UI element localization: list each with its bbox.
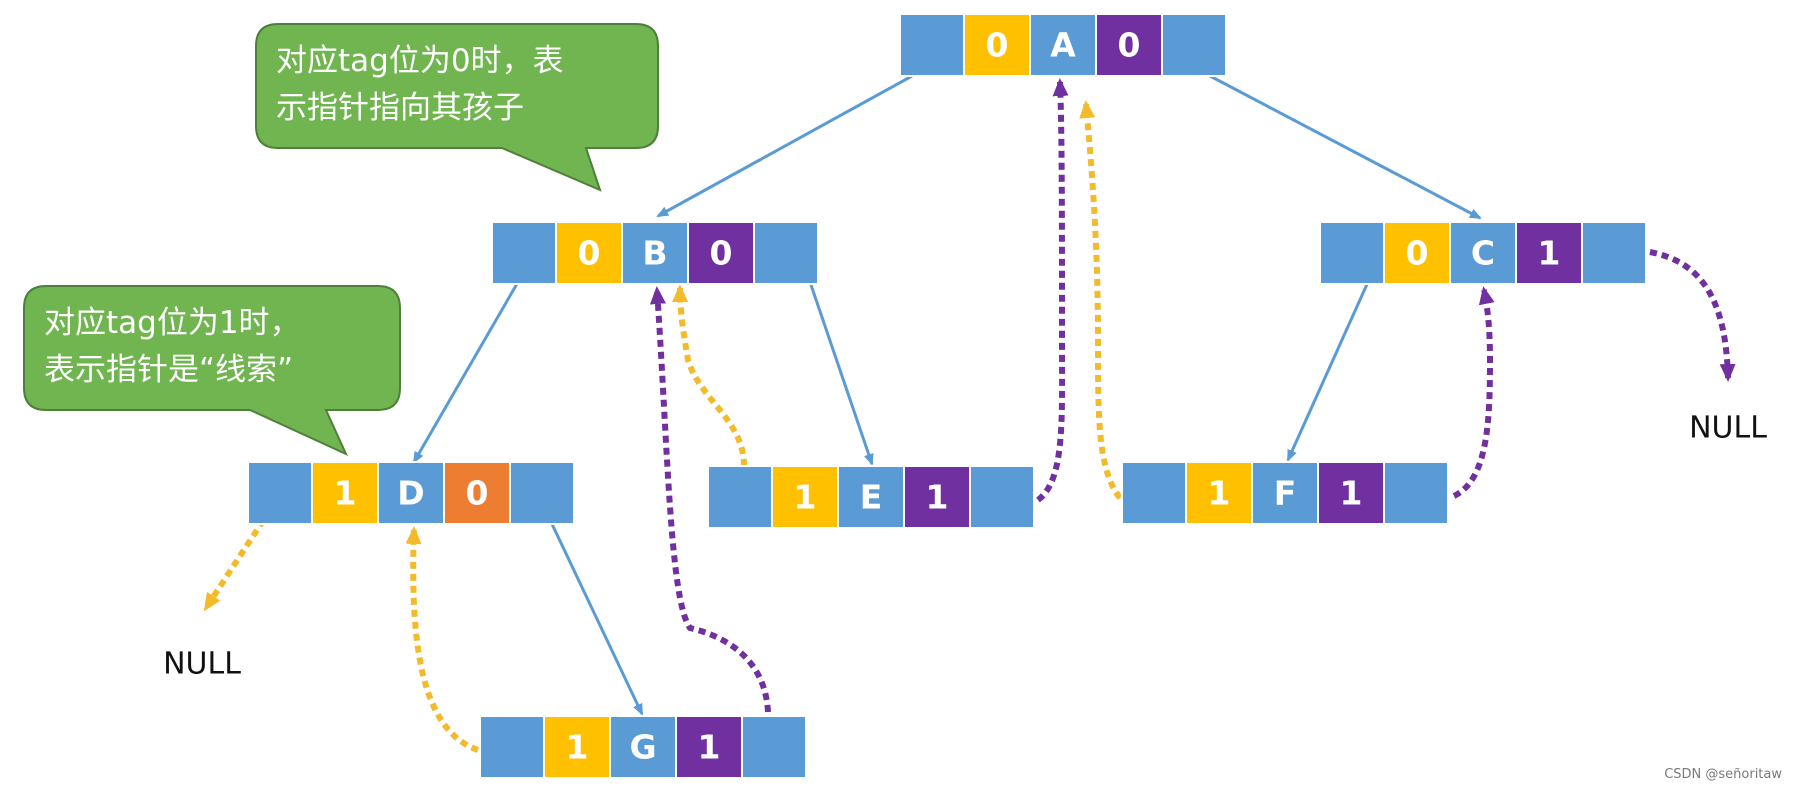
ltag-value: 1: [334, 474, 357, 513]
callout-line-2: 示指针指向其孩子: [276, 90, 524, 126]
rtag-value: 0: [710, 234, 733, 273]
lchild-pointer-cell: [899, 13, 965, 77]
data-cell: [1029, 13, 1097, 77]
rtag-cell: [687, 221, 755, 285]
lchild-pointer-cell: [479, 715, 545, 779]
thread-f-right-to-c: [1452, 286, 1495, 499]
callout-line-1: 对应tag位为1时，: [44, 305, 301, 341]
ltag-cell: [311, 461, 379, 525]
ltag-value: 1: [794, 478, 817, 517]
lchild-pointer-cell: [491, 221, 557, 285]
thread-d-left-to-null: [203, 508, 273, 612]
data-cell: [609, 715, 677, 779]
node-d: 1 D 0: [247, 461, 575, 525]
edge-c-to-f: [1286, 281, 1370, 462]
rtag-cell: [1515, 221, 1583, 285]
ltag-value: 1: [1208, 474, 1231, 513]
node-g: 1 G 1: [479, 715, 807, 779]
node-a: 0 A 0: [899, 13, 1227, 77]
rchild-pointer-cell: [509, 461, 575, 525]
callout-bubble: [23, 285, 401, 457]
ltag-cell: [1185, 461, 1253, 525]
lchild-pointer-cell: [1319, 221, 1385, 285]
data-value: F: [1274, 474, 1297, 513]
rchild-pointer-cell: [753, 221, 819, 285]
watermark: CSDN @señoritaw: [1664, 767, 1782, 782]
node-c: 0 C 1: [1319, 221, 1647, 285]
thread-f-left-to-a: [1079, 100, 1123, 500]
data-cell: [837, 465, 905, 529]
ltag-value: 0: [1406, 234, 1429, 273]
callout-tag-1: 对应tag位为1时， 表示指针是“线索”: [23, 285, 401, 457]
rchild-pointer-cell: [1383, 461, 1449, 525]
ltag-value: 1: [566, 728, 589, 767]
callout-line-2: 表示指针是“线索”: [44, 352, 293, 388]
data-value: C: [1471, 234, 1495, 273]
rtag-value: 0: [1118, 26, 1141, 65]
thread-g-left-to-d: [405, 526, 480, 753]
data-value: A: [1050, 26, 1076, 65]
rchild-pointer-cell: [1581, 221, 1647, 285]
null-label-right: NULL: [1689, 411, 1767, 446]
child-edges: [412, 74, 1482, 716]
ltag-value: 0: [986, 26, 1009, 65]
lchild-pointer-cell: [707, 465, 773, 529]
rtag-value: 1: [1538, 234, 1561, 273]
rchild-pointer-cell: [1161, 13, 1227, 77]
lchild-pointer-cell: [247, 461, 313, 525]
ltag-cell: [543, 715, 611, 779]
thread-c-right-to-null: [1649, 249, 1736, 382]
edge-a-to-c: [1209, 74, 1482, 220]
edge-d-to-g: [550, 523, 644, 716]
data-cell: [377, 461, 445, 525]
lchild-pointer-cell: [1121, 461, 1187, 525]
callout-line-1: 对应tag位为0时，表: [276, 43, 564, 79]
rtag-value: 0: [466, 474, 489, 513]
edge-b-to-d: [412, 281, 520, 464]
node-f: 1 F 1: [1121, 461, 1449, 525]
node-e: 1 E 1: [707, 465, 1035, 529]
thread-e-left-to-b: [672, 284, 747, 467]
data-value: G: [629, 728, 656, 767]
data-cell: [1449, 221, 1517, 285]
ltag-cell: [1383, 221, 1451, 285]
callout-bubble: [255, 23, 659, 192]
null-label-left: NULL: [163, 647, 241, 682]
data-value: B: [642, 234, 667, 273]
edge-a-to-b: [656, 74, 913, 218]
ltag-value: 0: [578, 234, 601, 273]
thread-pointers: [203, 78, 1736, 753]
thread-e-right-to-a: [1036, 78, 1069, 503]
data-cell: [621, 221, 689, 285]
rchild-pointer-cell: [969, 465, 1035, 529]
rtag-value: 1: [698, 728, 721, 767]
rtag-cell: [1095, 13, 1163, 77]
callout-tag-0: 对应tag位为0时，表 示指针指向其孩子: [255, 23, 659, 192]
ltag-cell: [771, 465, 839, 529]
data-value: E: [860, 478, 883, 517]
rtag-cell: [903, 465, 971, 529]
data-value: D: [397, 474, 424, 513]
edge-b-to-e: [808, 281, 874, 466]
rchild-pointer-cell: [741, 715, 807, 779]
rtag-value: 1: [1340, 474, 1363, 513]
node-b: 0 B 0: [491, 221, 819, 285]
rtag-cell: [675, 715, 743, 779]
rtag-value: 1: [926, 478, 949, 517]
